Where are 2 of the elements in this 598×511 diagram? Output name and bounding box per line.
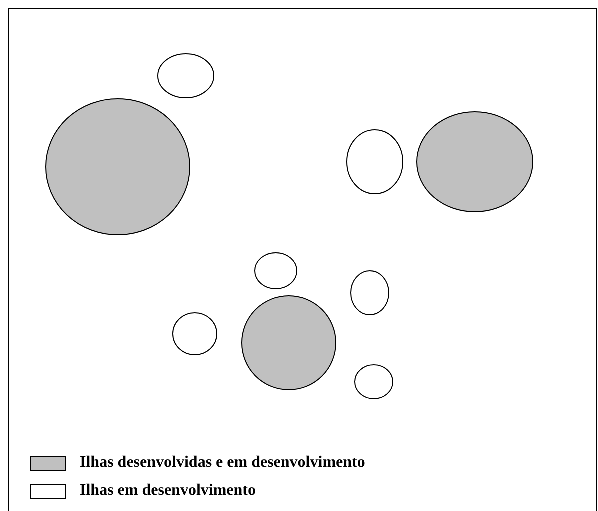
- legend-label: Ilhas em desenvolvimento: [80, 483, 256, 499]
- legend-label: Ilhas desenvolvidas e em desenvolvimento: [80, 455, 366, 471]
